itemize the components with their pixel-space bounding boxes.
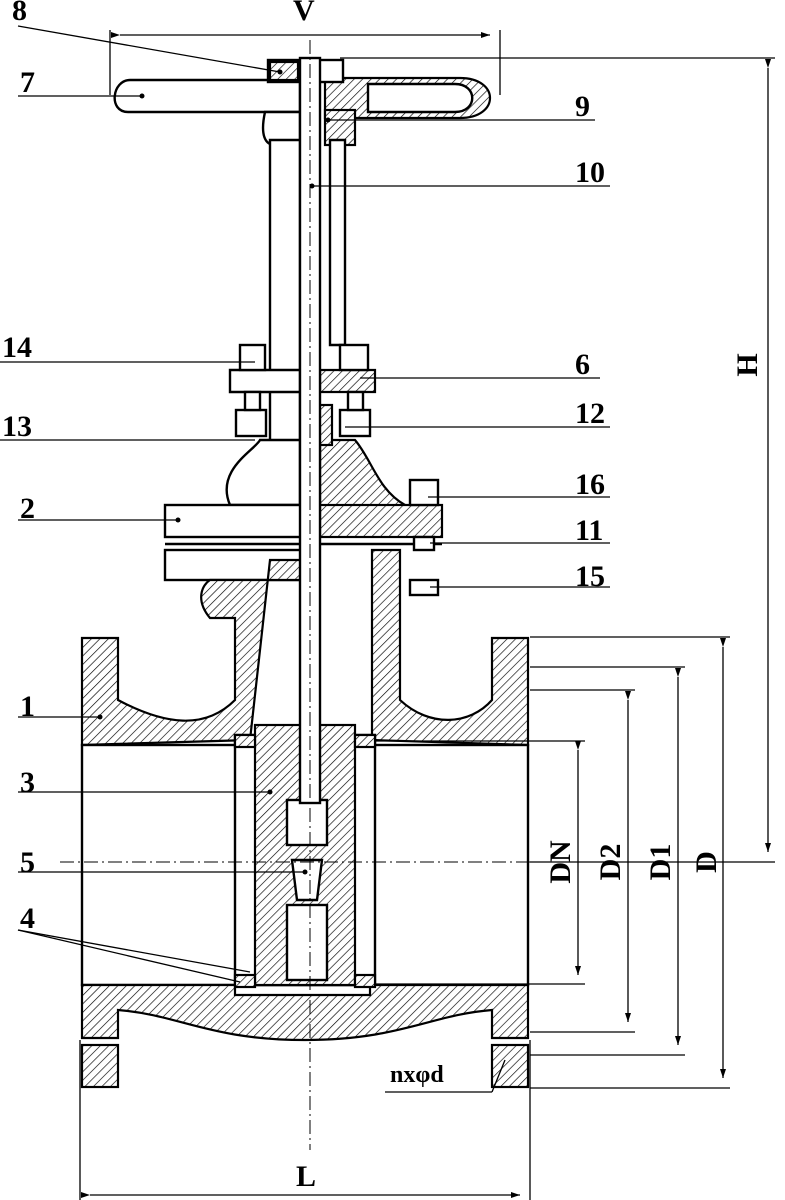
dim-dn-label: DN — [544, 840, 577, 884]
dimension-lines — [79, 30, 775, 1200]
callout-4: 4 — [20, 902, 35, 935]
bonnet-flange — [163, 478, 444, 597]
dim-v-label: V — [293, 0, 315, 27]
dim-d2-label: D2 — [594, 844, 627, 881]
leader-lines — [0, 25, 610, 1093]
handwheel — [113, 58, 491, 147]
callout-3: 3 — [20, 766, 35, 799]
callout-2: 2 — [20, 492, 35, 525]
callout-12: 12 — [575, 397, 605, 430]
callout-16: 16 — [575, 468, 605, 501]
dim-l-label: L — [296, 1160, 316, 1193]
yoke — [225, 138, 407, 532]
dim-h-label: H — [731, 353, 764, 376]
callout-8: 8 — [12, 0, 27, 27]
callout-13: 13 — [2, 410, 32, 443]
callout-14: 14 — [2, 331, 32, 364]
dim-d-label: D — [690, 851, 723, 873]
callout-11: 11 — [575, 514, 603, 547]
gate-assembly — [233, 56, 377, 989]
callout-6: 6 — [575, 348, 590, 381]
dim-d1-label: D1 — [644, 844, 677, 881]
callout-7: 7 — [20, 66, 35, 99]
callout-9: 9 — [575, 90, 590, 123]
centerlines — [60, 40, 560, 1150]
bolt-holes-label: nxφd — [390, 1062, 444, 1088]
callout-1: 1 — [20, 690, 35, 723]
callout-5: 5 — [20, 846, 35, 879]
callout-10: 10 — [575, 156, 605, 189]
callout-15: 15 — [575, 560, 605, 593]
dimension-labels: V H L DN D2 D1 D nxφd — [293, 0, 764, 1193]
callout-labels: 8 7 9 10 14 6 12 13 16 2 11 15 1 3 5 4 — [2, 0, 605, 935]
